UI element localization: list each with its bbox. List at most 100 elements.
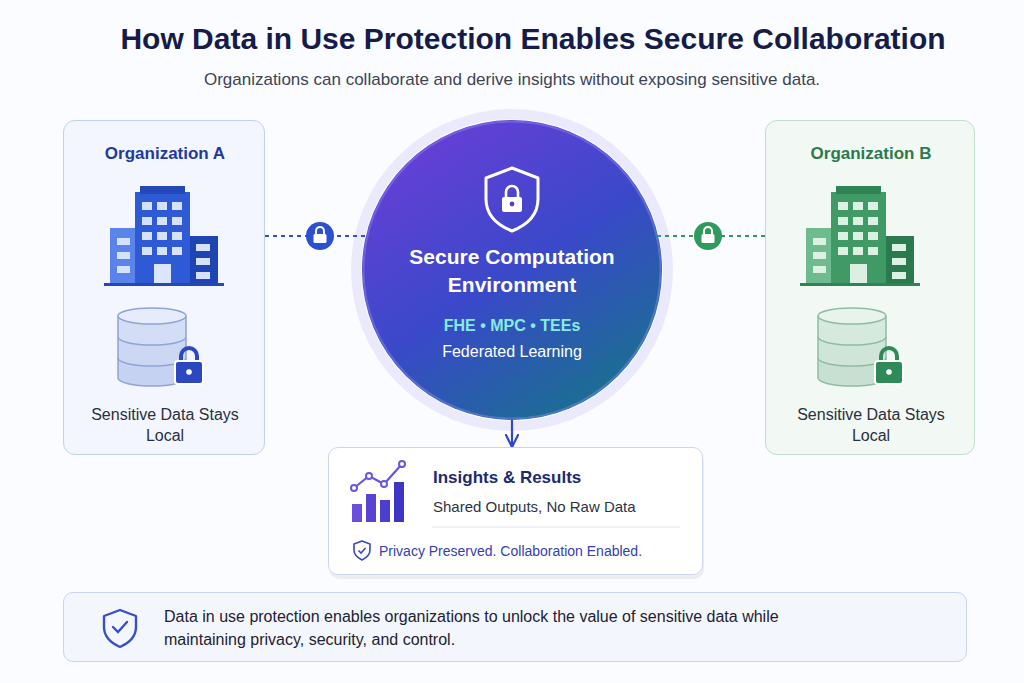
chart-icon [354,464,402,488]
building-icon [850,264,867,284]
text-slot: Insights & Results [433,467,693,488]
window [196,244,210,251]
window [868,217,878,225]
node-fill [765,120,975,455]
chart-icon [366,494,376,522]
database-icon [886,369,892,375]
text-slot: Sensitive Data Stays Local [74,404,256,446]
database-icon [118,308,203,386]
box-fill [765,120,975,455]
lock-badge [704,227,712,234]
circle-outline [362,120,662,420]
diagram-caption: Organizations can collaborate and derive… [0,70,1024,90]
window [838,217,848,225]
building-icon [884,236,914,284]
technique-note: Federated Learning [392,342,632,362]
window [117,238,130,245]
text-slot: Privacy Preserved. Collaboration Enabled… [379,542,697,560]
results-heading: Insights & Results [433,467,693,488]
lock-badge [306,222,334,250]
chart-icon [399,461,405,467]
window [142,247,152,255]
chart-icon [352,504,362,522]
window [853,202,863,210]
building-windows [117,202,210,279]
window [196,272,210,279]
lock-badge [316,227,324,234]
circle-heading: Secure Computation Environment [392,243,632,299]
window [838,247,848,255]
technique-list: FHE • MPC • TEEs [392,316,632,336]
building-icon [104,283,224,286]
organization-panel: Organization A Sensitive Data Stays Local [63,120,265,455]
building-icon [806,228,834,284]
building-icon [800,186,920,286]
organization-panel: Organization B Sensitive Data Stays Local [765,120,975,455]
window [838,232,848,240]
check-shield-icon [359,548,366,553]
window [892,244,906,251]
window [868,247,878,255]
database-icon [818,308,886,324]
window [813,266,826,273]
circle-fill [362,120,662,420]
panel-note: Sensitive Data Stays Local [776,404,966,446]
circle-glow [356,114,668,426]
window [142,202,152,210]
text-slot: Organization A [64,143,266,164]
results-body: Shared Outputs, No Raw Data [433,497,693,516]
window [838,202,848,210]
window [172,247,182,255]
text-slot: Federated Learning [392,342,632,362]
diagram-title: How Data in Use Protection Enables Secur… [40,22,1024,56]
window [853,217,863,225]
building-icon [831,192,886,284]
window [117,252,130,259]
circle-rim [364,122,661,419]
text-slot: Sensitive Data Stays Local [776,404,966,446]
building-icon [188,236,218,284]
check-shield-icon [354,541,370,560]
chart-icon [394,482,404,522]
secure-environment-circle: Secure Computation EnvironmentFHE • MPC … [362,120,662,420]
box-fill [63,120,265,455]
chart-icon [381,481,387,487]
text-slot: Secure Computation Environment [392,243,632,299]
building-icon [135,192,190,284]
window [196,258,210,265]
text-slot: Data in use protection enables organizat… [164,605,844,651]
building-icon [140,186,185,194]
node-fill [63,120,265,455]
window [172,232,182,240]
building-icon [110,228,138,284]
lock-badge [694,222,722,250]
text-slot: Shared Outputs, No Raw Data [433,497,693,516]
divider-line [432,526,680,527]
database-icon [181,348,197,362]
building-icon [154,264,171,284]
database-icon [875,361,903,384]
window [892,258,906,265]
window [142,217,152,225]
text-slot: FHE • MPC • TEEs [392,316,632,336]
database-icon [818,308,903,386]
window [157,217,167,225]
lock-badge [314,234,327,243]
panel-heading: Organization A [64,143,266,164]
database-icon [118,308,186,324]
database-icon [186,369,192,375]
shield-lock-icon [510,202,515,207]
database-icon [175,361,203,384]
building-windows [813,202,906,279]
box-fill [328,447,703,575]
check-shield-icon [104,610,136,647]
summary-banner: Data in use protection enables organizat… [63,592,967,662]
window [813,252,826,259]
text-slot: Organization B [766,143,976,164]
check-shield-icon [104,610,136,647]
window [868,232,878,240]
lock-badge [694,222,722,250]
